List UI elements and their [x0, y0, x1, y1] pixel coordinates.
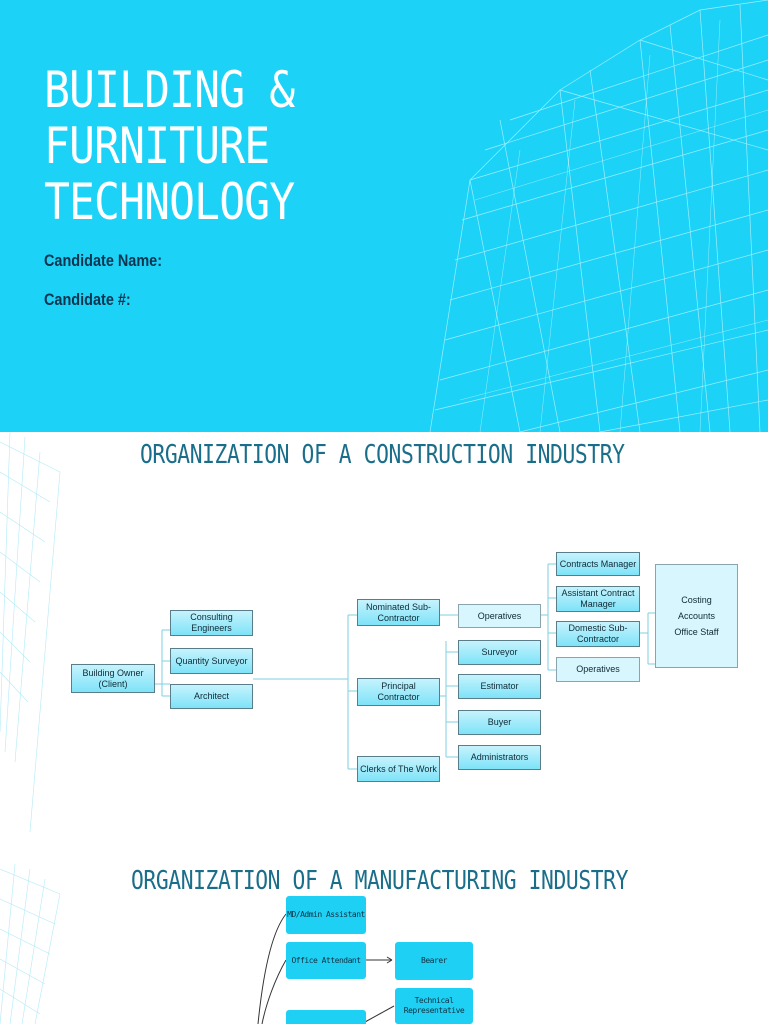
node-administrators: Administrators [458, 745, 541, 770]
building-wireframe-decoration-2 [0, 864, 61, 1024]
node-partial [286, 1010, 366, 1024]
candidate-name-label: Candidate Name: [44, 251, 163, 270]
manufacturing-connectors [257, 913, 395, 1024]
building-wireframe-illustration [429, 0, 768, 432]
node-estimator: Estimator [458, 674, 541, 699]
node-surveyor: Surveyor [458, 640, 541, 665]
candidate-number-label: Candidate #: [44, 290, 131, 309]
node-assistant-contract-manager: Assistant Contract Manager [556, 586, 640, 612]
manufacturing-title: ORGANIZATION OF A MANUFACTURING INDUSTRY [131, 866, 629, 896]
node-contracts-manager: Contracts Manager [556, 552, 640, 576]
cover-title-line-1: BUILDING & [44, 61, 295, 119]
cover-title-line-2: FURNITURE [44, 117, 270, 175]
construction-slide: ORGANIZATION OF A CONSTRUCTION INDUSTRY [0, 432, 768, 832]
node-md-admin-assistant: MD/Admin Assistant [286, 896, 366, 934]
node-domestic-sub-contractor: Domestic Sub-Contractor [556, 621, 640, 647]
node-principal-contractor: Principal Contractor [357, 678, 440, 706]
office-staff-label: Office Staff [674, 627, 719, 637]
construction-connectors [155, 563, 655, 770]
accounts-label: Accounts [677, 611, 716, 621]
costing-label: Costing [681, 595, 712, 605]
node-clerks-of-the-work: Clerks of The Work [357, 756, 440, 782]
construction-title: ORGANIZATION OF A CONSTRUCTION INDUSTRY [140, 440, 625, 470]
cover-title: BUILDING & FURNITURE TECHNOLOGY [44, 61, 295, 231]
building-wireframe-decoration [0, 432, 61, 832]
node-technical-representative: Technical Representative [395, 988, 473, 1024]
node-architect: Architect [170, 684, 253, 709]
cover-slide: BUILDING & FURNITURE TECHNOLOGY Candidat… [0, 0, 768, 432]
node-operatives-1: Operatives [458, 604, 541, 628]
node-operatives-2: Operatives [556, 657, 640, 682]
node-nominated-sub-contractor: Nominated Sub-Contractor [357, 599, 440, 626]
node-building-owner: Building Owner (Client) [71, 664, 155, 693]
cover-title-line-3: TECHNOLOGY [44, 173, 295, 231]
slide-gap [0, 832, 768, 864]
node-costing-accounts-office: Costing Accounts Office Staff [655, 564, 738, 668]
node-bearer: Bearer [395, 942, 473, 980]
manufacturing-slide: ORGANIZATION OF A MANUFACTURING INDUSTRY… [0, 864, 768, 1024]
node-office-attendant: Office Attendant [286, 942, 366, 979]
node-quantity-surveyor: Quantity Surveyor [170, 648, 253, 674]
node-buyer: Buyer [458, 710, 541, 735]
node-consulting-engineers: Consulting Engineers [170, 610, 253, 636]
